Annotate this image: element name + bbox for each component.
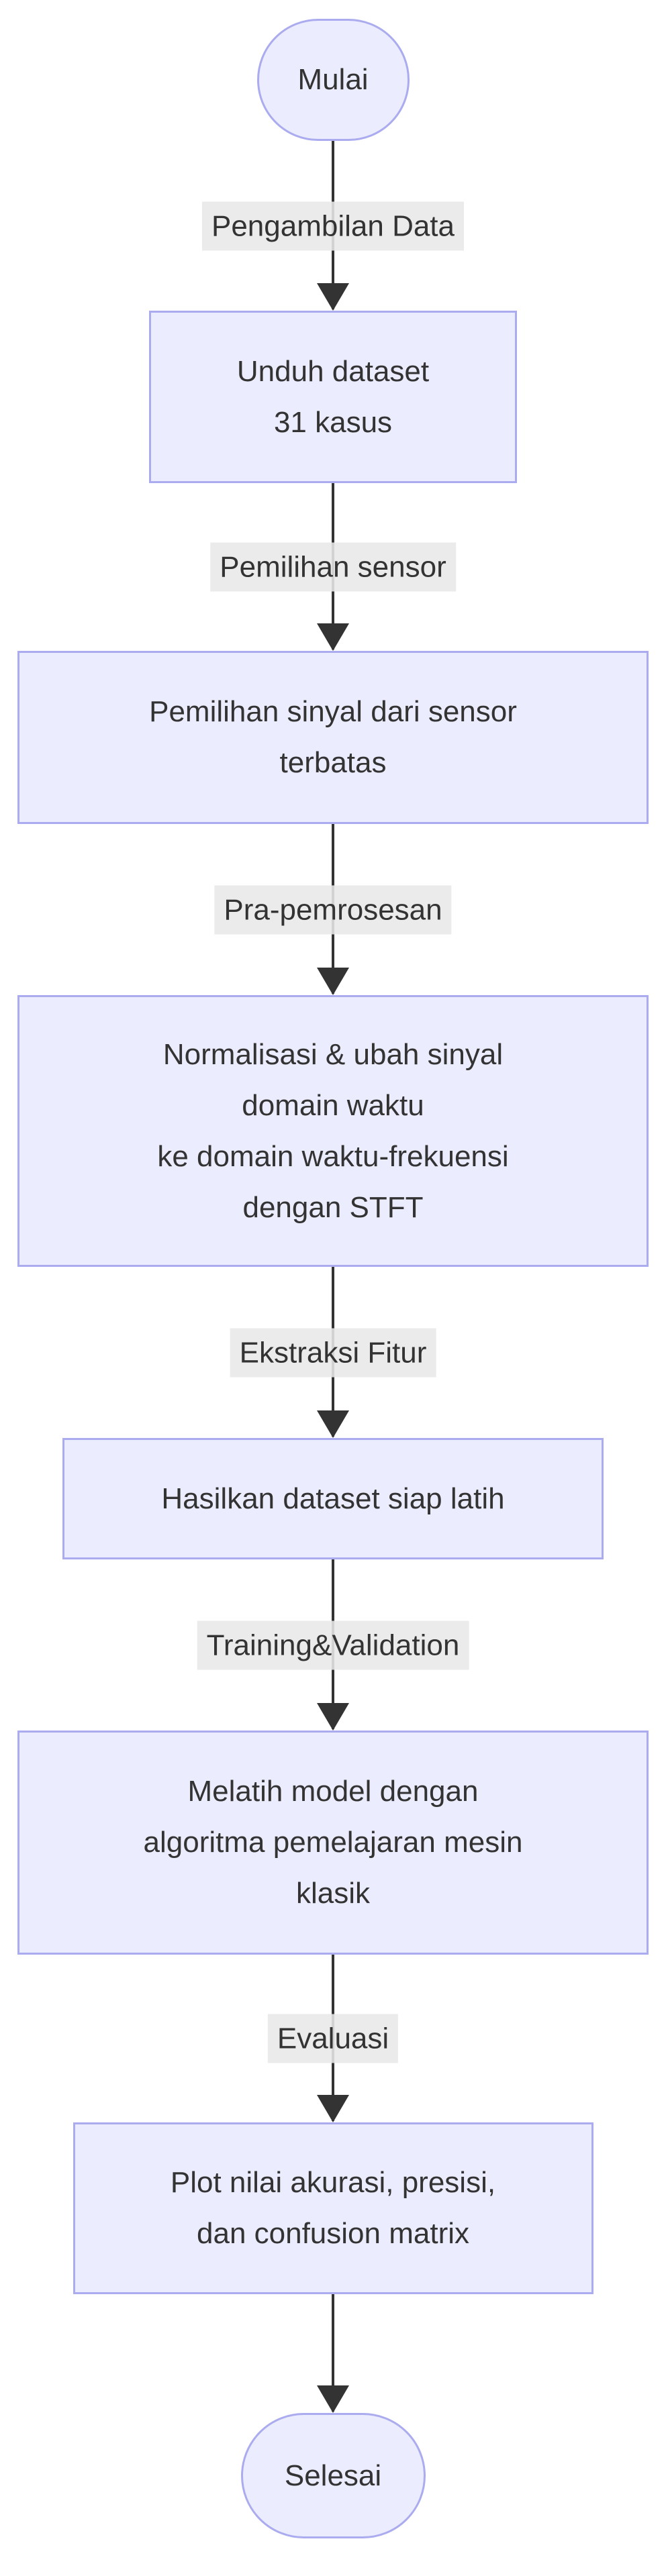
edge-connector-5: Training&Validation: [0, 1559, 666, 1731]
node-text-line: ke domain waktu-frekuensi: [157, 1139, 509, 1173]
node-normalisasi-stft: Normalisasi & ubah sinyal domain waktu k…: [17, 995, 649, 1267]
edge-connector-7: [0, 2294, 666, 2413]
edge-label-ekstraksi-fitur: Ekstraksi Fitur: [230, 1328, 436, 1377]
node-text-line: Melatih model dengan: [187, 1775, 479, 1808]
arrowhead-down-icon: [317, 2095, 349, 2122]
node-text-line: algoritma pemelajaran mesin: [143, 1826, 523, 1859]
arrowhead-down-icon: [317, 2385, 349, 2413]
node-start: Mulai: [256, 19, 410, 141]
edge-label-pemilihan-sensor: Pemilihan sensor: [210, 542, 456, 592]
arrow-line: [332, 2294, 334, 2412]
edge-connector-6: Evaluasi: [0, 1955, 666, 2122]
node-unduh-dataset: Unduh dataset 31 kasus: [149, 311, 517, 483]
arrowhead-down-icon: [317, 1703, 349, 1731]
node-text-line: domain waktu: [242, 1088, 424, 1122]
node-text-line: 31 kasus: [273, 405, 393, 439]
edge-label-training-validation: Training&Validation: [197, 1620, 469, 1669]
node-text-line: dengan STFT: [242, 1190, 424, 1224]
node-text-line: Normalisasi & ubah sinyal: [162, 1037, 504, 1071]
arrowhead-down-icon: [317, 283, 349, 311]
edge-label-pengambilan-data: Pengambilan Data: [201, 201, 465, 250]
node-hasilkan-dataset: Hasilkan dataset siap latih: [62, 1438, 604, 1559]
node-end-label: Selesai: [284, 2459, 382, 2492]
node-start-label: Mulai: [297, 63, 369, 96]
edge-connector-2: Pemilihan sensor: [0, 483, 666, 651]
edge-connector-4: Ekstraksi Fitur: [0, 1267, 666, 1438]
node-text-line: Pemilihan sinyal dari sensor: [149, 695, 517, 728]
node-text-line: terbatas: [279, 746, 387, 779]
node-end: Selesai: [240, 2413, 426, 2538]
node-plot-evaluasi: Plot nilai akurasi, presisi, dan confusi…: [73, 2122, 593, 2294]
node-pemilihan-sinyal: Pemilihan sinyal dari sensor terbatas: [17, 651, 649, 824]
node-text-line: dan confusion matrix: [197, 2217, 469, 2250]
node-melatih-model: Melatih model dengan algoritma pemelajar…: [17, 1731, 649, 1955]
edge-connector-3: Pra-pemrosesan: [0, 824, 666, 995]
arrowhead-down-icon: [317, 968, 349, 995]
node-text-line: Hasilkan dataset siap latih: [161, 1482, 505, 1515]
node-text-line: Plot nilai akurasi, presisi,: [170, 2166, 496, 2199]
node-text-line: Unduh dataset: [236, 354, 430, 388]
edge-label-evaluasi: Evaluasi: [267, 2014, 399, 2063]
node-text-line: klasik: [295, 1877, 371, 1910]
edge-label-pra-pemrosesan: Pra-pemrosesan: [214, 885, 452, 934]
edge-connector-1: Pengambilan Data: [0, 141, 666, 311]
arrowhead-down-icon: [317, 1410, 349, 1438]
arrowhead-down-icon: [317, 623, 349, 651]
